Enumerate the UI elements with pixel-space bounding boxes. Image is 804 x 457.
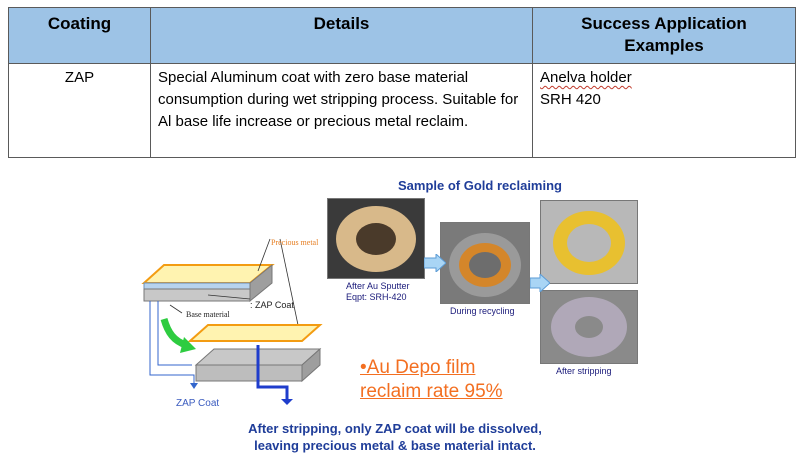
- example-anelva-holder: Anelva holder: [540, 69, 632, 86]
- zap-coat-diagram: [141, 238, 323, 405]
- base-layer-top: [143, 288, 251, 302]
- coating-table: Coating Details Success Application Exam…: [8, 7, 796, 158]
- label-during: During recycling: [450, 306, 515, 316]
- header-coating: Coating: [8, 7, 151, 64]
- note-line-1: After stripping, only ZAP coat will be d…: [248, 421, 542, 436]
- header-details: Details: [150, 7, 533, 64]
- cell-examples: Anelva holder SRH 420: [532, 63, 796, 158]
- example-srh420: SRH 420: [540, 91, 601, 108]
- cell-coating: ZAP: [8, 63, 151, 158]
- photo-during-recycling: [440, 222, 530, 304]
- photo-after-stripping: [540, 290, 638, 364]
- zap-layer-top: [143, 282, 251, 290]
- label-zap-coat-side: : ZAP Coat: [250, 300, 294, 310]
- header-examples: Success Application Examples: [532, 7, 796, 64]
- separated-precious-layer: [187, 324, 323, 342]
- label-after-strip: After stripping: [556, 366, 612, 376]
- photo-arrow-1-icon: [424, 254, 446, 272]
- label-zap-coat-bottom: ZAP Coat: [176, 398, 220, 409]
- claim-line-2: reclaim rate 95%: [360, 381, 503, 402]
- down-arrow-icon: [281, 399, 293, 405]
- label-precious-metal: Precious metal: [271, 238, 319, 247]
- table-row: ZAP Special Aluminum coat with zero base…: [8, 63, 796, 158]
- au-reclaim-claim: •Au Depo film reclaim rate 95%: [360, 356, 503, 404]
- claim-line-1: •Au Depo film: [360, 357, 476, 378]
- label-after-au: After Au Sputter Eqpt: SRH-420: [346, 281, 410, 302]
- photo-arrow-2-icon: [530, 274, 550, 292]
- green-arrow-icon: [180, 337, 196, 353]
- separated-base-layer: [195, 364, 303, 382]
- cell-details: Special Aluminum coat with zero base mat…: [150, 63, 533, 158]
- photo-after-au-sputter: [327, 198, 425, 279]
- label-base-material: Base material: [186, 310, 230, 319]
- gold-reclaim-figure: Sample of Gold reclaiming Precious metal…: [0, 170, 804, 457]
- figure-title: Sample of Gold reclaiming: [398, 178, 562, 193]
- stripping-note: After stripping, only ZAP coat will be d…: [245, 420, 545, 454]
- note-line-2: leaving precious metal & base material i…: [254, 438, 536, 453]
- photo-gold-reclaimed: [540, 200, 638, 284]
- table-header-row: Coating Details Success Application Exam…: [8, 7, 796, 64]
